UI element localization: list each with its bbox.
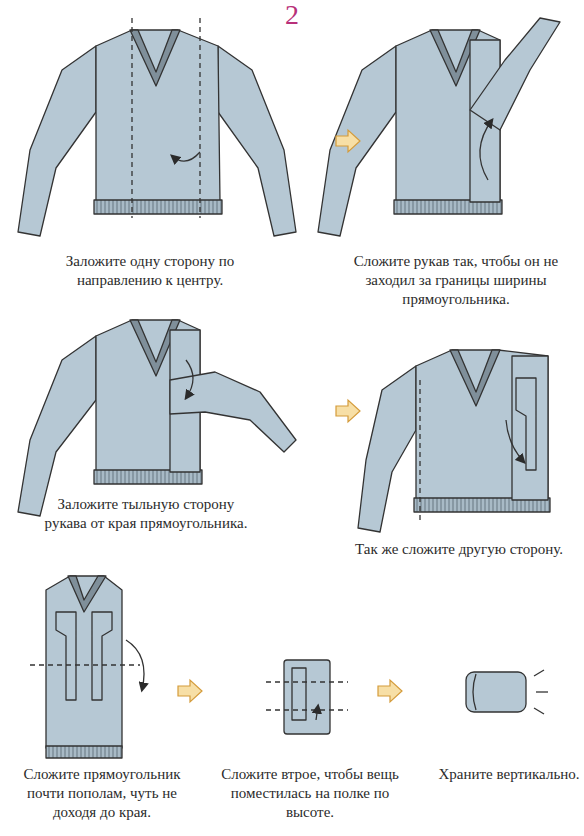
fold-line — [419, 380, 420, 520]
folded-bundle — [284, 660, 330, 734]
fold-line — [266, 709, 348, 710]
sweater-step-3 — [18, 320, 296, 516]
sleeve-outline — [292, 668, 306, 720]
fold-line — [266, 681, 348, 682]
stored-bundle — [466, 670, 548, 714]
fold-arrow — [172, 152, 200, 161]
left-sleeve — [358, 366, 416, 532]
step-caption: Заложите тыльную сторону рукава от края … — [36, 495, 256, 533]
fold-line — [30, 664, 140, 665]
fold-line — [199, 18, 200, 218]
left-sleeve — [18, 336, 96, 516]
step-caption: Сложите рукав так, чтобы он не заходил з… — [342, 252, 570, 309]
fold-arrow — [186, 360, 193, 398]
fold-arrow — [316, 706, 318, 720]
motion-line — [536, 691, 548, 692]
sweater-step-1 — [18, 18, 296, 236]
bundle — [466, 672, 526, 712]
fold-arrow — [480, 120, 492, 180]
folded-side — [512, 356, 548, 500]
raised-sleeve — [470, 18, 560, 130]
step-arrow — [378, 680, 402, 702]
step-caption: Так же сложите другую сторону. — [352, 540, 566, 559]
sweater-body — [416, 350, 548, 500]
sleeve-outline — [56, 612, 76, 700]
sleeve-outline — [92, 612, 112, 700]
collar — [130, 30, 180, 86]
fold-arrow — [126, 640, 144, 690]
right-sleeve — [218, 46, 296, 236]
folded-rectangle — [46, 576, 122, 748]
step-arrow — [336, 400, 360, 422]
step-caption: Сложите втрое, чтобы вещь поместилась на… — [212, 765, 408, 822]
hem-rib — [46, 746, 122, 758]
folded-sleeve — [170, 372, 296, 452]
motion-line — [534, 708, 544, 714]
rectangle-step-6 — [266, 660, 348, 734]
bundle-edge — [473, 674, 476, 710]
motion-line — [534, 670, 544, 676]
sweater-step-2 — [318, 18, 560, 236]
fold-line — [131, 18, 132, 218]
hem-rib — [94, 200, 222, 214]
left-sleeve — [18, 46, 96, 236]
step-arrows — [178, 130, 402, 702]
collar — [450, 350, 500, 406]
sweater-body — [96, 30, 220, 202]
step-arrow — [336, 130, 360, 152]
sweater-step-4 — [358, 350, 550, 532]
step-number: 2 — [262, 0, 322, 30]
rectangle-step-5 — [30, 576, 144, 758]
step-caption: Заложите одну сторону по направлению к ц… — [40, 252, 260, 290]
left-sleeve — [318, 46, 396, 236]
fold-arrow — [506, 420, 524, 462]
step-caption: Сложите прямоугольник почти пополам, чут… — [4, 765, 200, 822]
collar — [68, 576, 106, 612]
step-arrow — [178, 680, 202, 702]
step-caption: Храните вертикально. — [438, 765, 580, 784]
